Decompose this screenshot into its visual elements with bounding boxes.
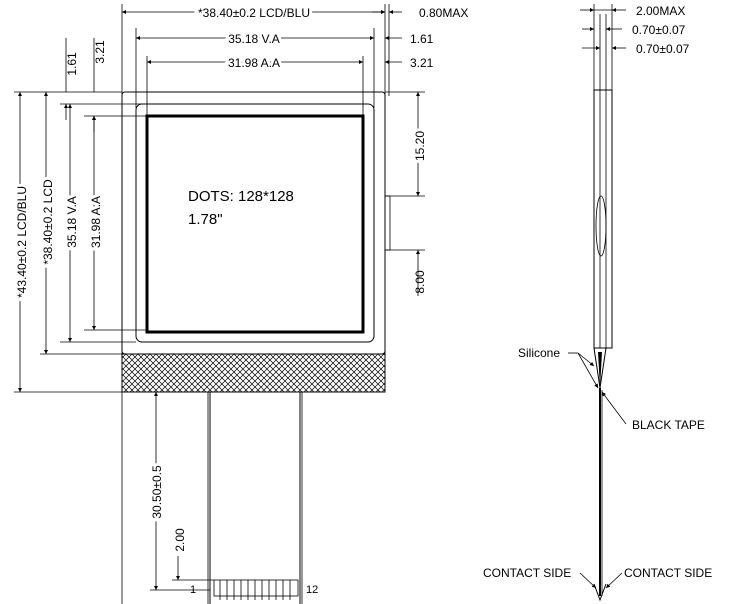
dim-070-b: 0.70±0.07 bbox=[636, 42, 690, 56]
viewing-area bbox=[135, 103, 375, 343]
side-view: 2.00MAX 0.70±0.07 0.70±0.07 Silicone BLA… bbox=[483, 4, 712, 602]
dim-aa-offset: 3.21 bbox=[410, 56, 434, 70]
label-contact-right: CONTACT SIDE bbox=[624, 566, 712, 580]
dim-200max: 2.00MAX bbox=[636, 4, 685, 18]
lcd-outline bbox=[121, 91, 386, 355]
dim-va-height: 35.18 V.A bbox=[65, 196, 79, 248]
hatched-strip bbox=[121, 353, 386, 393]
label-silicone: Silicone bbox=[518, 346, 560, 360]
dim-1520: 15.20 bbox=[413, 131, 427, 161]
active-area bbox=[145, 114, 365, 334]
dim-max-right: 0.80MAX bbox=[419, 6, 468, 20]
dim-aa-height: 31.98 A.A bbox=[89, 196, 103, 248]
dim-070-a: 0.70±0.07 bbox=[632, 23, 686, 37]
label-black-tape: BLACK TAPE bbox=[632, 418, 705, 432]
dots-label: DOTS: 128*128 bbox=[188, 188, 294, 205]
front-view: *38.40±0.2 LCD/BLU 0.80MAX 35.18 V.A 1.6… bbox=[12, 3, 468, 604]
dim-top-161: 1.61 bbox=[65, 52, 79, 76]
dim-lcd-blu-width: *38.40±0.2 LCD/BLU bbox=[198, 6, 310, 20]
dim-lcd-height: *38.40±0.2 LCD bbox=[41, 179, 55, 265]
dim-top-321: 3.21 bbox=[93, 40, 107, 64]
dim-va-width: 35.18 V.A bbox=[228, 32, 280, 46]
dim-aa-width: 31.98 A.A bbox=[228, 56, 280, 70]
pin-last: 12 bbox=[306, 584, 318, 596]
label-contact-left: CONTACT SIDE bbox=[483, 566, 571, 580]
pin-first: 1 bbox=[190, 584, 196, 596]
dim-pad-200: 2.00 bbox=[173, 528, 187, 552]
dim-overall-height: *43.40±0.2 LCD/BLU bbox=[15, 186, 29, 298]
size-label: 1.78" bbox=[188, 211, 223, 228]
dim-800: 8.00 bbox=[413, 270, 427, 294]
dim-fpc-length: 30.50±0.5 bbox=[150, 465, 164, 519]
fpc-pads bbox=[213, 579, 299, 600]
dim-va-offset: 1.61 bbox=[410, 32, 434, 46]
